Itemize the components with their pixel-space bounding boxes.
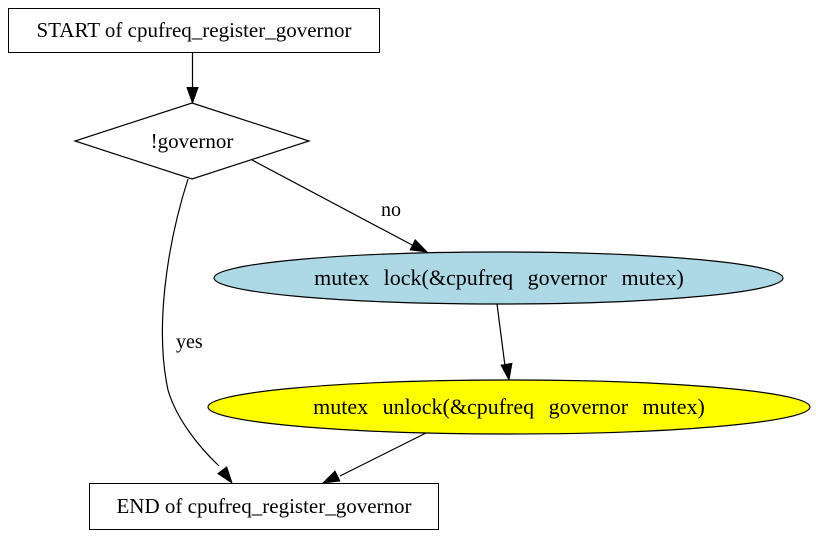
edge-lock-to-unlock — [496, 303, 513, 382]
end-node: END of cpufreq_register_governor — [89, 483, 439, 530]
arrowhead-icon — [321, 470, 341, 484]
condition-node-label: !governor — [150, 128, 234, 153]
mutex-unlock-node-label: mutex unlock(&cpufreq governor mutex) — [313, 394, 705, 419]
edge-unlock-to-end — [321, 432, 427, 484]
arrowhead-icon — [409, 239, 429, 253]
arrowhead-icon — [500, 362, 513, 382]
mutex-lock-node-label: mutex lock(&cpufreq governor mutex) — [314, 265, 684, 290]
mutex-lock-node-shape — [213, 251, 784, 305]
edge-label-no: no — [381, 199, 401, 221]
arrowhead-icon — [186, 87, 199, 105]
arrowhead-icon — [217, 466, 233, 485]
edge-condition-to-end — [161, 178, 233, 485]
mutex-unlock-node-shape — [207, 379, 811, 435]
edge-start-to-condition — [186, 51, 199, 105]
edge-label-yes: yes — [176, 331, 203, 353]
start-node: START of cpufreq_register_governor — [8, 8, 380, 53]
condition-node-shape — [73, 102, 311, 180]
edge-condition-to-lock — [251, 159, 429, 253]
